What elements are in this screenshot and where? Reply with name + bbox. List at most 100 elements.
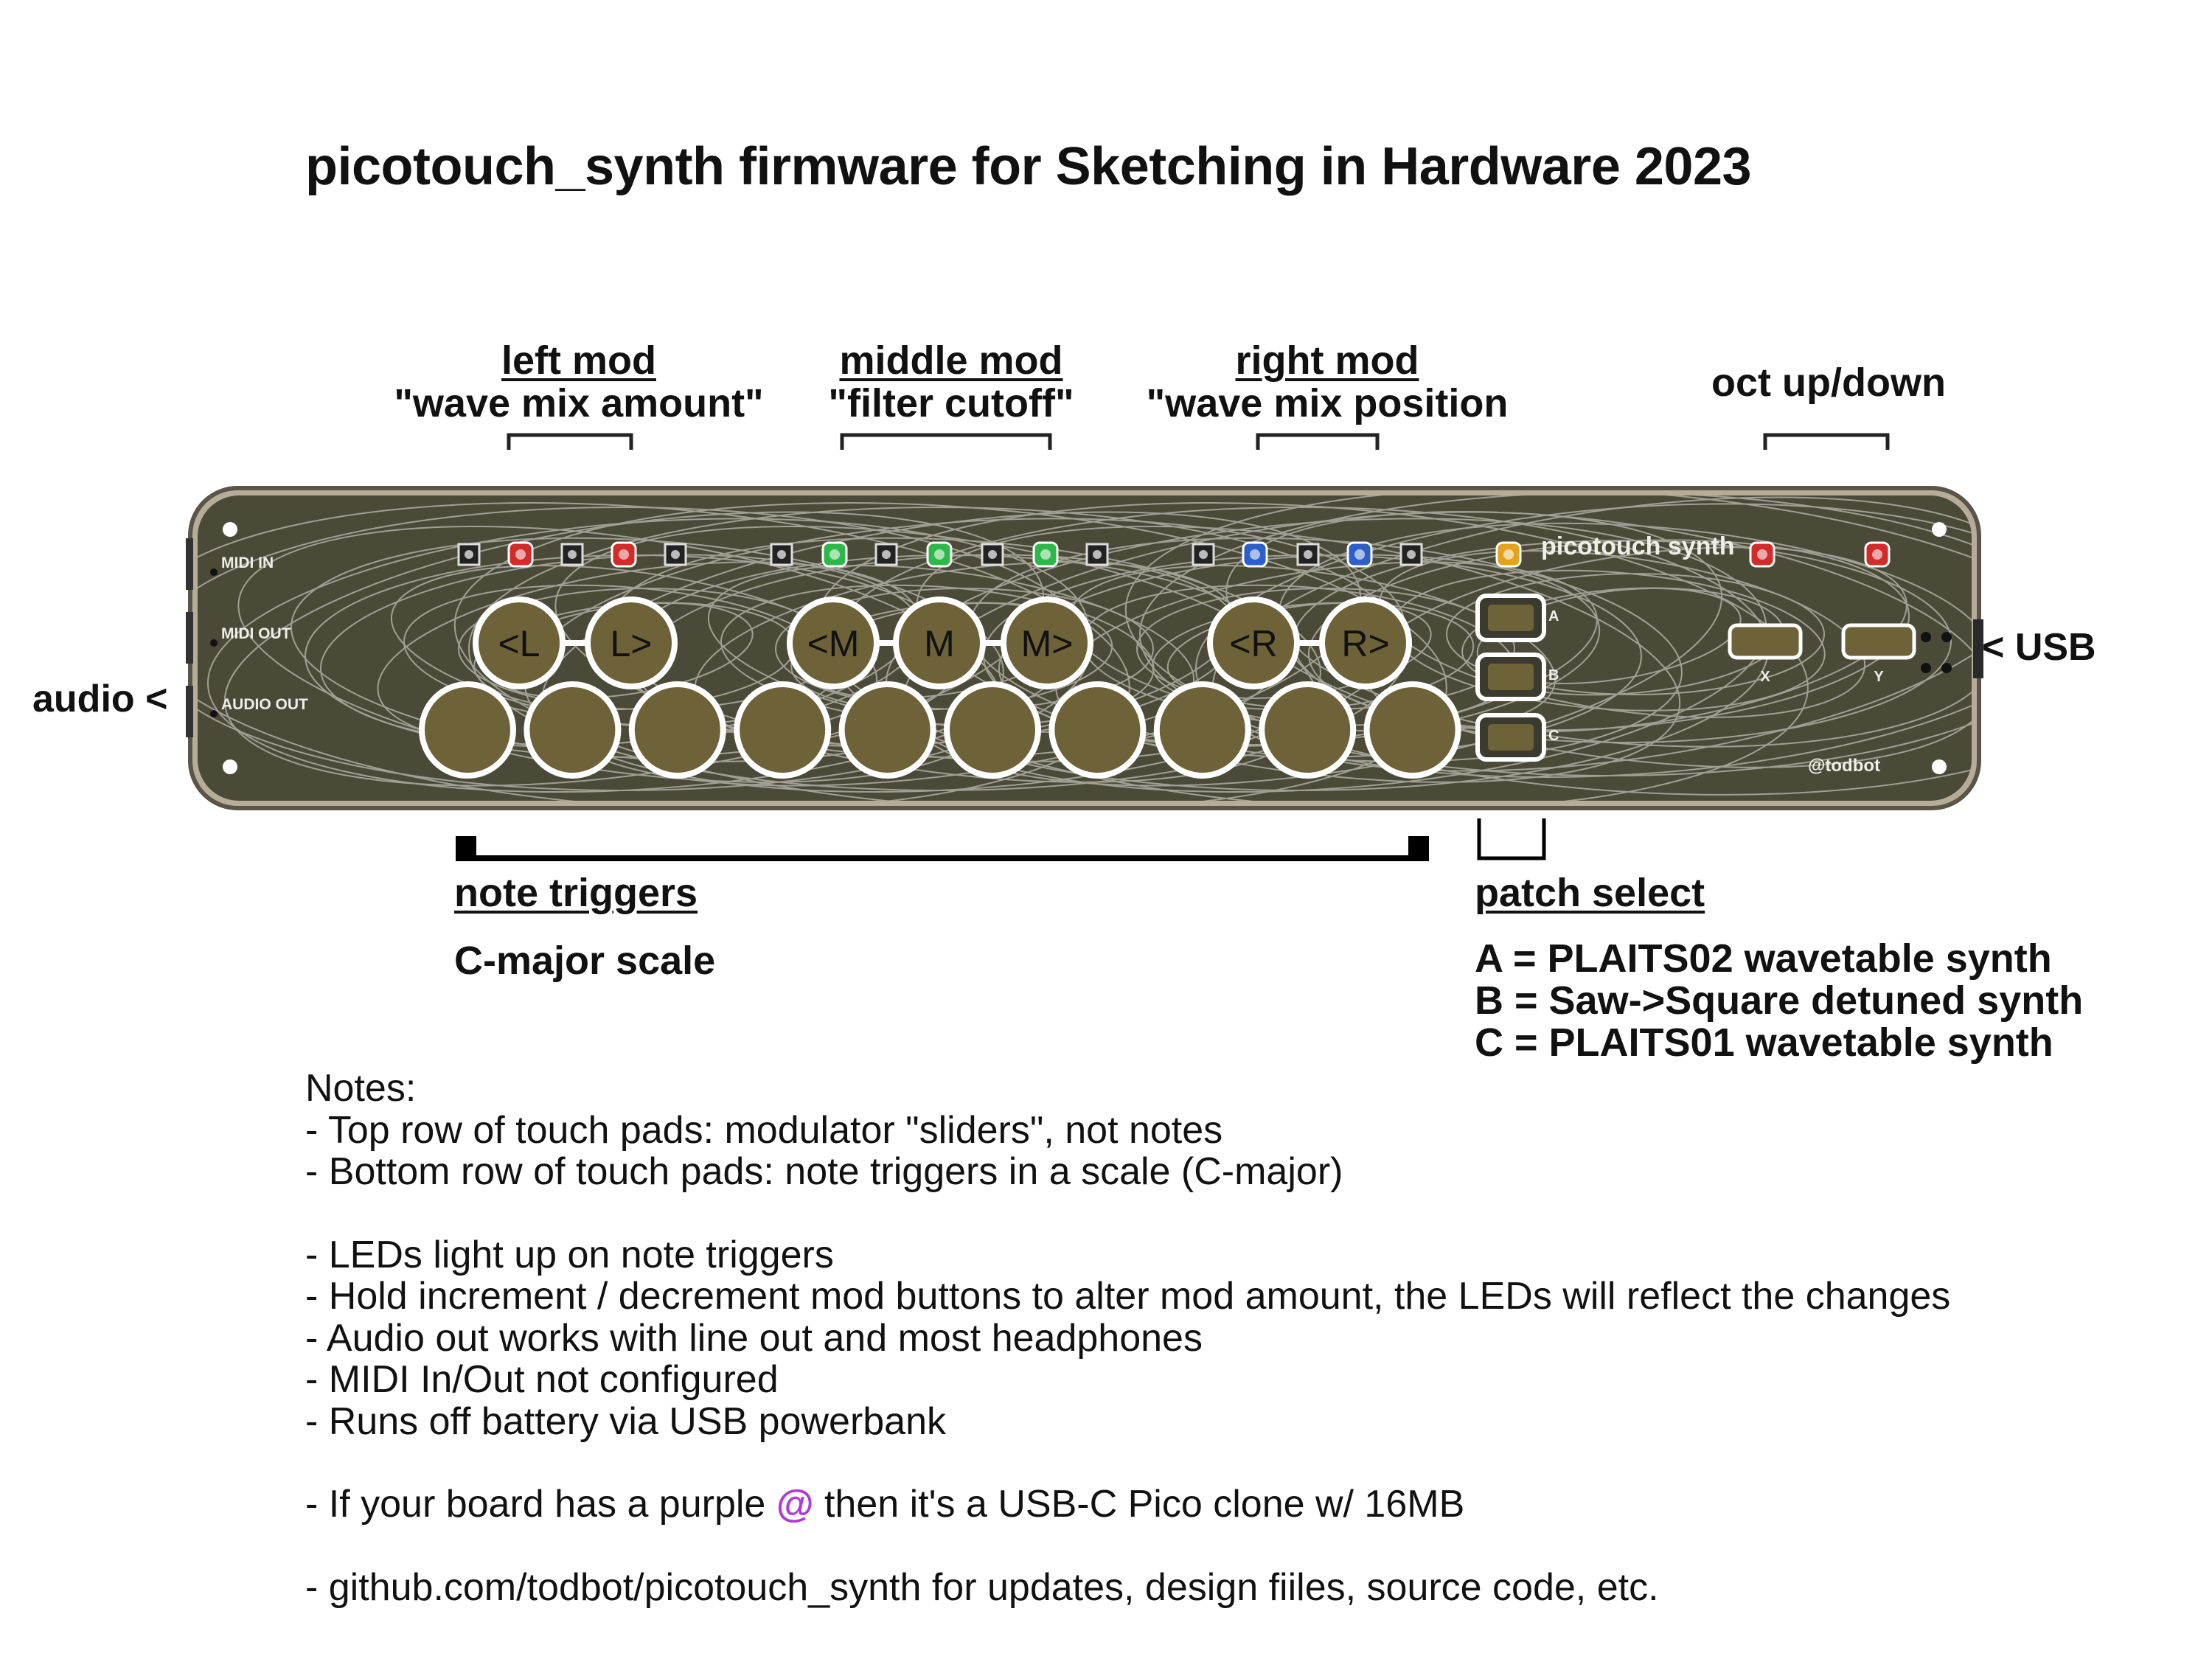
purple-at-symbol: @ (776, 1483, 814, 1526)
jack-dots (210, 568, 218, 717)
mod-pad[interactable]: R> (1319, 597, 1412, 689)
right-mod-bracket (1256, 433, 1380, 450)
oct-pad[interactable]: Y (1841, 623, 1916, 685)
right-mod-heading: right mod (1235, 338, 1419, 383)
oct-pad-letter: X (1760, 669, 1770, 685)
right-mod-label: right mod "wave mix position (1091, 339, 1563, 425)
led-sensor (457, 543, 481, 566)
left-mod-label: left mod "wave mix amount" (358, 339, 800, 425)
jack-labels: MIDI IN MIDI OUT AUDIO OUT (221, 554, 308, 713)
mod-pad[interactable]: M (893, 597, 986, 689)
note-pad[interactable] (1259, 681, 1357, 779)
note-triggers-heading: note triggers (454, 871, 698, 915)
note-line-8-post: then it's a USB-C Pico clone w/ 16MB (813, 1483, 1465, 1526)
patch-pad[interactable]: A (1475, 594, 1559, 642)
notes-heading: Notes: (305, 1067, 417, 1110)
mod-pad[interactable]: <L (473, 597, 566, 689)
right-mod-desc: "wave mix position (1146, 381, 1509, 425)
patch-item-c: C = PLAITS01 wavetable synth (1475, 1020, 2053, 1065)
led-red (1749, 541, 1775, 568)
note-pad[interactable] (944, 681, 1041, 779)
middle-mod-heading: middle mod (839, 338, 1063, 383)
left-mod-bracket (507, 433, 633, 450)
mod-pad[interactable]: M> (1001, 597, 1093, 689)
mod-pad[interactable]: L> (585, 597, 678, 689)
left-mod-desc: "wave mix amount" (394, 381, 764, 425)
usb-dot (1921, 632, 1931, 642)
audio-label: audio < (32, 678, 168, 720)
usb-dot (1941, 663, 1952, 673)
mod-pad-label: <M (807, 623, 860, 664)
led-row (457, 541, 1891, 568)
note-pad[interactable] (1153, 681, 1251, 779)
mod-pad-label: <R (1229, 623, 1277, 664)
note-line-2: - Bottom row of touch pads: note trigger… (305, 1150, 1343, 1193)
jack-edge-3 (186, 686, 193, 737)
note-pad[interactable] (1363, 681, 1461, 779)
brand-text: picotouch synth (1541, 532, 1735, 560)
led-sensor (874, 543, 898, 566)
patch-select-label: patch select (1475, 872, 1705, 914)
led-sensor (981, 543, 1004, 566)
note-line-6: - MIDI In/Out not configured (305, 1358, 779, 1401)
note-pad[interactable] (734, 681, 832, 779)
notes-section: Notes: - Top row of touch pads: modulato… (305, 1068, 1950, 1608)
led-sensor (1192, 543, 1215, 566)
patch-pad-letter: A (1548, 608, 1559, 625)
usb-dot (1941, 632, 1952, 642)
mod-pad-label: <L (498, 623, 540, 664)
note-line-9: - github.com/todbot/picotouch_synth for … (305, 1565, 1659, 1609)
mod-pad[interactable]: <R (1207, 597, 1300, 689)
led-blue (1346, 541, 1373, 568)
jack-label-midi-in: MIDI IN (221, 554, 274, 571)
led-green (821, 541, 848, 568)
note-line-7: - Runs off battery via USB powerbank (305, 1399, 947, 1443)
led-red (507, 541, 534, 568)
led-sensor (1296, 543, 1320, 566)
led-sensor (1085, 543, 1109, 566)
mod-pad[interactable]: <M (787, 597, 880, 689)
patch-pad-column: A B C (1475, 594, 1559, 762)
led-sensor (560, 543, 584, 566)
oct-pad-letter: Y (1874, 669, 1884, 685)
scale-label: C-major scale (454, 939, 716, 983)
note-pad[interactable] (628, 681, 726, 779)
credit-text: @todbot (1808, 756, 1880, 776)
patch-list: A = PLAITS02 wavetable synth B = Saw->Sq… (1475, 938, 2083, 1064)
note-line-8-pre: - If your board has a purple (305, 1483, 776, 1526)
patch-select-heading: patch select (1475, 871, 1705, 915)
patch-pad-letter: C (1548, 728, 1559, 744)
led-green (1032, 541, 1059, 568)
patch-item-b: B = Saw->Square detuned synth (1475, 978, 2084, 1023)
led-sensor (1399, 543, 1423, 566)
middle-mod-label: middle mod "filter cutoff" (745, 339, 1158, 425)
led-sensor (770, 543, 793, 566)
note-pad[interactable] (419, 681, 516, 779)
oct-label: oct up/down (1652, 361, 2006, 404)
note-line-4: - Hold increment / decrement mod buttons… (305, 1275, 1951, 1318)
mounting-holes (223, 522, 1947, 774)
note-pad[interactable] (1048, 681, 1147, 779)
usb-label: < USB (1982, 626, 2096, 669)
oct-bracket (1763, 433, 1890, 450)
patch-pad[interactable]: C (1475, 713, 1559, 762)
middle-mod-bracket (840, 433, 1052, 450)
led-blue (1242, 541, 1268, 568)
note-line-3: - LEDs light up on note triggers (305, 1233, 834, 1276)
led-red (611, 541, 637, 568)
patch-pad[interactable]: B (1475, 653, 1559, 701)
note-triggers-label: note triggers (454, 872, 698, 914)
note-pad[interactable] (838, 681, 936, 779)
jack-label-audio-out: AUDIO OUT (221, 696, 308, 713)
left-mod-heading: left mod (501, 338, 656, 383)
oct-pad[interactable]: X (1728, 623, 1803, 685)
mod-pad-label: R> (1341, 623, 1389, 664)
usb-dot (1921, 663, 1931, 673)
led-sensor (664, 543, 687, 566)
page-title: picotouch_synth firmware for Sketching i… (305, 137, 1752, 196)
note-pad[interactable] (524, 681, 622, 779)
mod-pad-row: <L L> <M M M> <R R> (473, 597, 1412, 689)
led-yellow (1495, 541, 1522, 568)
mod-pad-label: M (924, 623, 955, 664)
